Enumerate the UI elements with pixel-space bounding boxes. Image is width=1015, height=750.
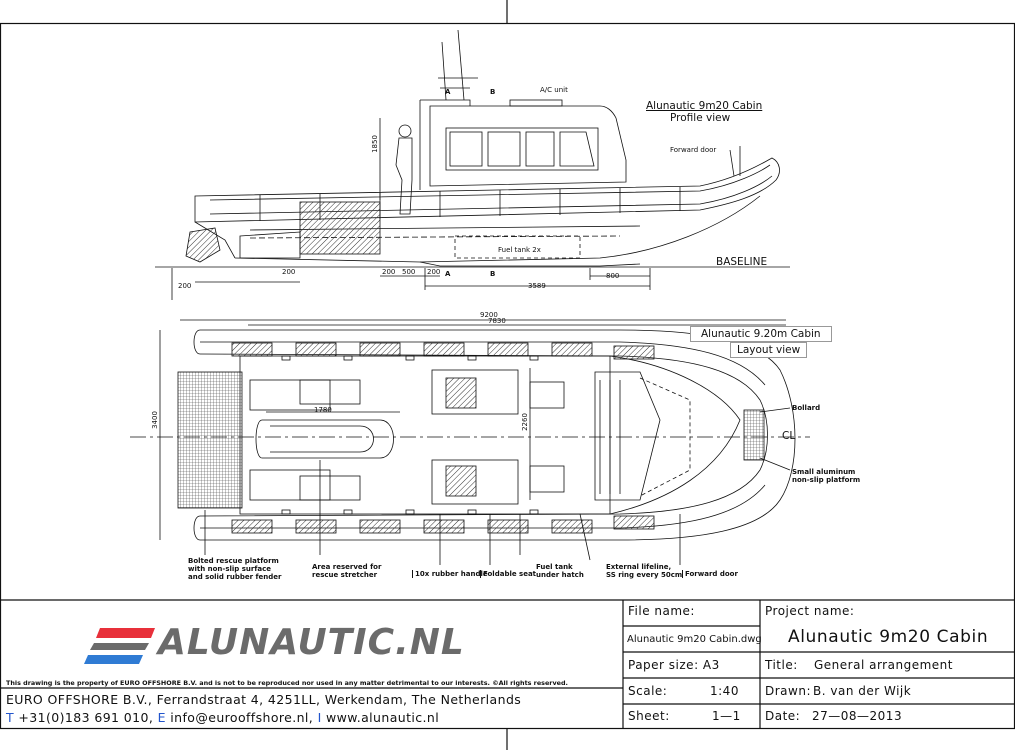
propulsion <box>185 227 221 263</box>
section-b-top: B <box>490 88 496 96</box>
dim-inner-length: 7830 <box>488 317 506 325</box>
section-b-bottom: B <box>490 270 496 278</box>
ac-unit-label: A/C unit <box>540 86 568 94</box>
file-name-label: File name: <box>628 604 695 618</box>
contact-email: info@eurooffshore.nl, <box>170 710 314 725</box>
non-slip-pads <box>231 342 655 534</box>
drawn-label: Drawn: <box>765 684 811 698</box>
foldable-seat-label: Foldable seat <box>480 570 536 578</box>
helm-seat-1 <box>529 381 565 409</box>
drawing-frame <box>0 22 1015 730</box>
alunautic-logo <box>84 628 155 664</box>
dim-200-b: 200 <box>282 268 296 276</box>
disclaimer-text: This drawing is the property of EURO OFF… <box>6 679 568 687</box>
cabin-window-4 <box>559 131 595 167</box>
cabin-window-2 <box>487 131 521 167</box>
paper-size: Paper size: A3 <box>628 658 720 672</box>
forward-door-layout-label: Forward door <box>682 570 738 578</box>
date-label: Date: <box>765 709 801 723</box>
crew-figure <box>395 124 413 215</box>
stretcher-area <box>255 419 394 459</box>
cabin-window-3 <box>525 131 555 167</box>
stretcher-label: Area reserved for rescue stretcher <box>312 563 382 579</box>
dim-1780: 1780 <box>314 406 332 414</box>
rescue-platform-label: Bolted rescue platform with non-slip sur… <box>188 557 282 581</box>
layout-view <box>130 319 810 565</box>
dim-beam: 3400 <box>150 411 159 429</box>
logo-stripe-gray <box>90 643 149 650</box>
lifeline-label: External lifeline, SS ring every 50cm <box>606 563 683 579</box>
profile-view <box>155 29 790 300</box>
section-a-top: A <box>445 88 451 96</box>
bollard-label: Bollard <box>792 404 821 412</box>
contact-phone: +31(0)183 691 010, <box>18 710 154 725</box>
title-block-lines <box>0 599 1015 729</box>
section-a-bottom: A <box>445 270 451 278</box>
fuel-tank-hatch-label: Fuel tank under hatch <box>536 563 584 579</box>
contact-i: I <box>317 710 322 725</box>
dim-800: 800 <box>606 272 620 280</box>
sheet-label: Sheet: <box>628 709 670 723</box>
contact-web: www.alunautic.nl <box>326 710 440 725</box>
rubber-handle-label: 10x rubber handle <box>412 570 488 578</box>
profile-title: Alunautic 9m20 Cabin <box>646 100 763 112</box>
dim-200-c: 200 <box>382 268 396 276</box>
contact-e: E <box>157 710 166 725</box>
forward-door-label: Forward door <box>670 146 717 154</box>
cabin <box>429 105 627 187</box>
foldable-seat-1 <box>445 377 477 409</box>
helm-seat-2 <box>529 465 565 493</box>
file-name-value: Alunautic 9m20 Cabin.dwg <box>627 634 762 645</box>
rescue-platform <box>177 371 243 509</box>
baseline-label: BASELINE <box>716 256 768 268</box>
contact-t: T <box>6 710 15 725</box>
dim-2260: 2260 <box>520 413 529 431</box>
sheet-value: 1—1 <box>712 709 741 723</box>
dim-500: 500 <box>402 268 416 276</box>
bow-platform <box>743 409 765 461</box>
platform-label: Small aluminum non-slip platform <box>792 468 861 484</box>
tube-outline <box>193 329 796 541</box>
engine <box>299 201 381 255</box>
scale-value: 1:40 <box>710 684 739 698</box>
layout-title: Alunautic 9.20m Cabin <box>690 326 832 342</box>
project-name-value: Alunautic 9m20 Cabin <box>788 627 989 647</box>
project-name-label: Project name: <box>765 604 855 618</box>
hull-bottom <box>234 195 761 263</box>
profile-subtitle: Profile view <box>670 112 731 124</box>
logo-stripe-blue <box>84 655 143 664</box>
layout-subtitle: Layout view <box>730 342 808 358</box>
dim-200-a: 200 <box>178 282 192 290</box>
title-value: General arrangement <box>814 658 953 672</box>
ac-unit <box>509 99 563 107</box>
company-address: EURO OFFSHORE B.V., Ferrandstraat 4, 425… <box>6 692 522 707</box>
date-value: 27—08—2013 <box>812 709 903 723</box>
inflatable-tube <box>194 157 780 223</box>
radar-mast <box>438 29 478 101</box>
contact-line: T +31(0)183 691 010, E info@eurooffshore… <box>6 710 439 725</box>
fuel-tank-label: Fuel tank 2x <box>498 246 541 254</box>
foldable-seat-2 <box>445 465 477 497</box>
rubber-handles <box>281 355 539 515</box>
dim-3589: 3589 <box>528 282 546 290</box>
scale-label: Scale: <box>628 684 668 698</box>
dim-overall-length: 9200 <box>480 311 498 319</box>
fuel-tank <box>454 235 581 259</box>
title-label: Title: <box>765 658 798 672</box>
drawn-value: B. van der Wijk <box>813 684 912 698</box>
dim-height: 1850 <box>370 135 379 153</box>
cabin-window-1 <box>449 131 483 167</box>
logo-stripe-red <box>96 628 155 638</box>
dim-200-d: 200 <box>427 268 441 276</box>
logo-wordmark: ALUNAUTIC.NL <box>158 622 465 663</box>
centerline-label: CL <box>782 430 796 442</box>
